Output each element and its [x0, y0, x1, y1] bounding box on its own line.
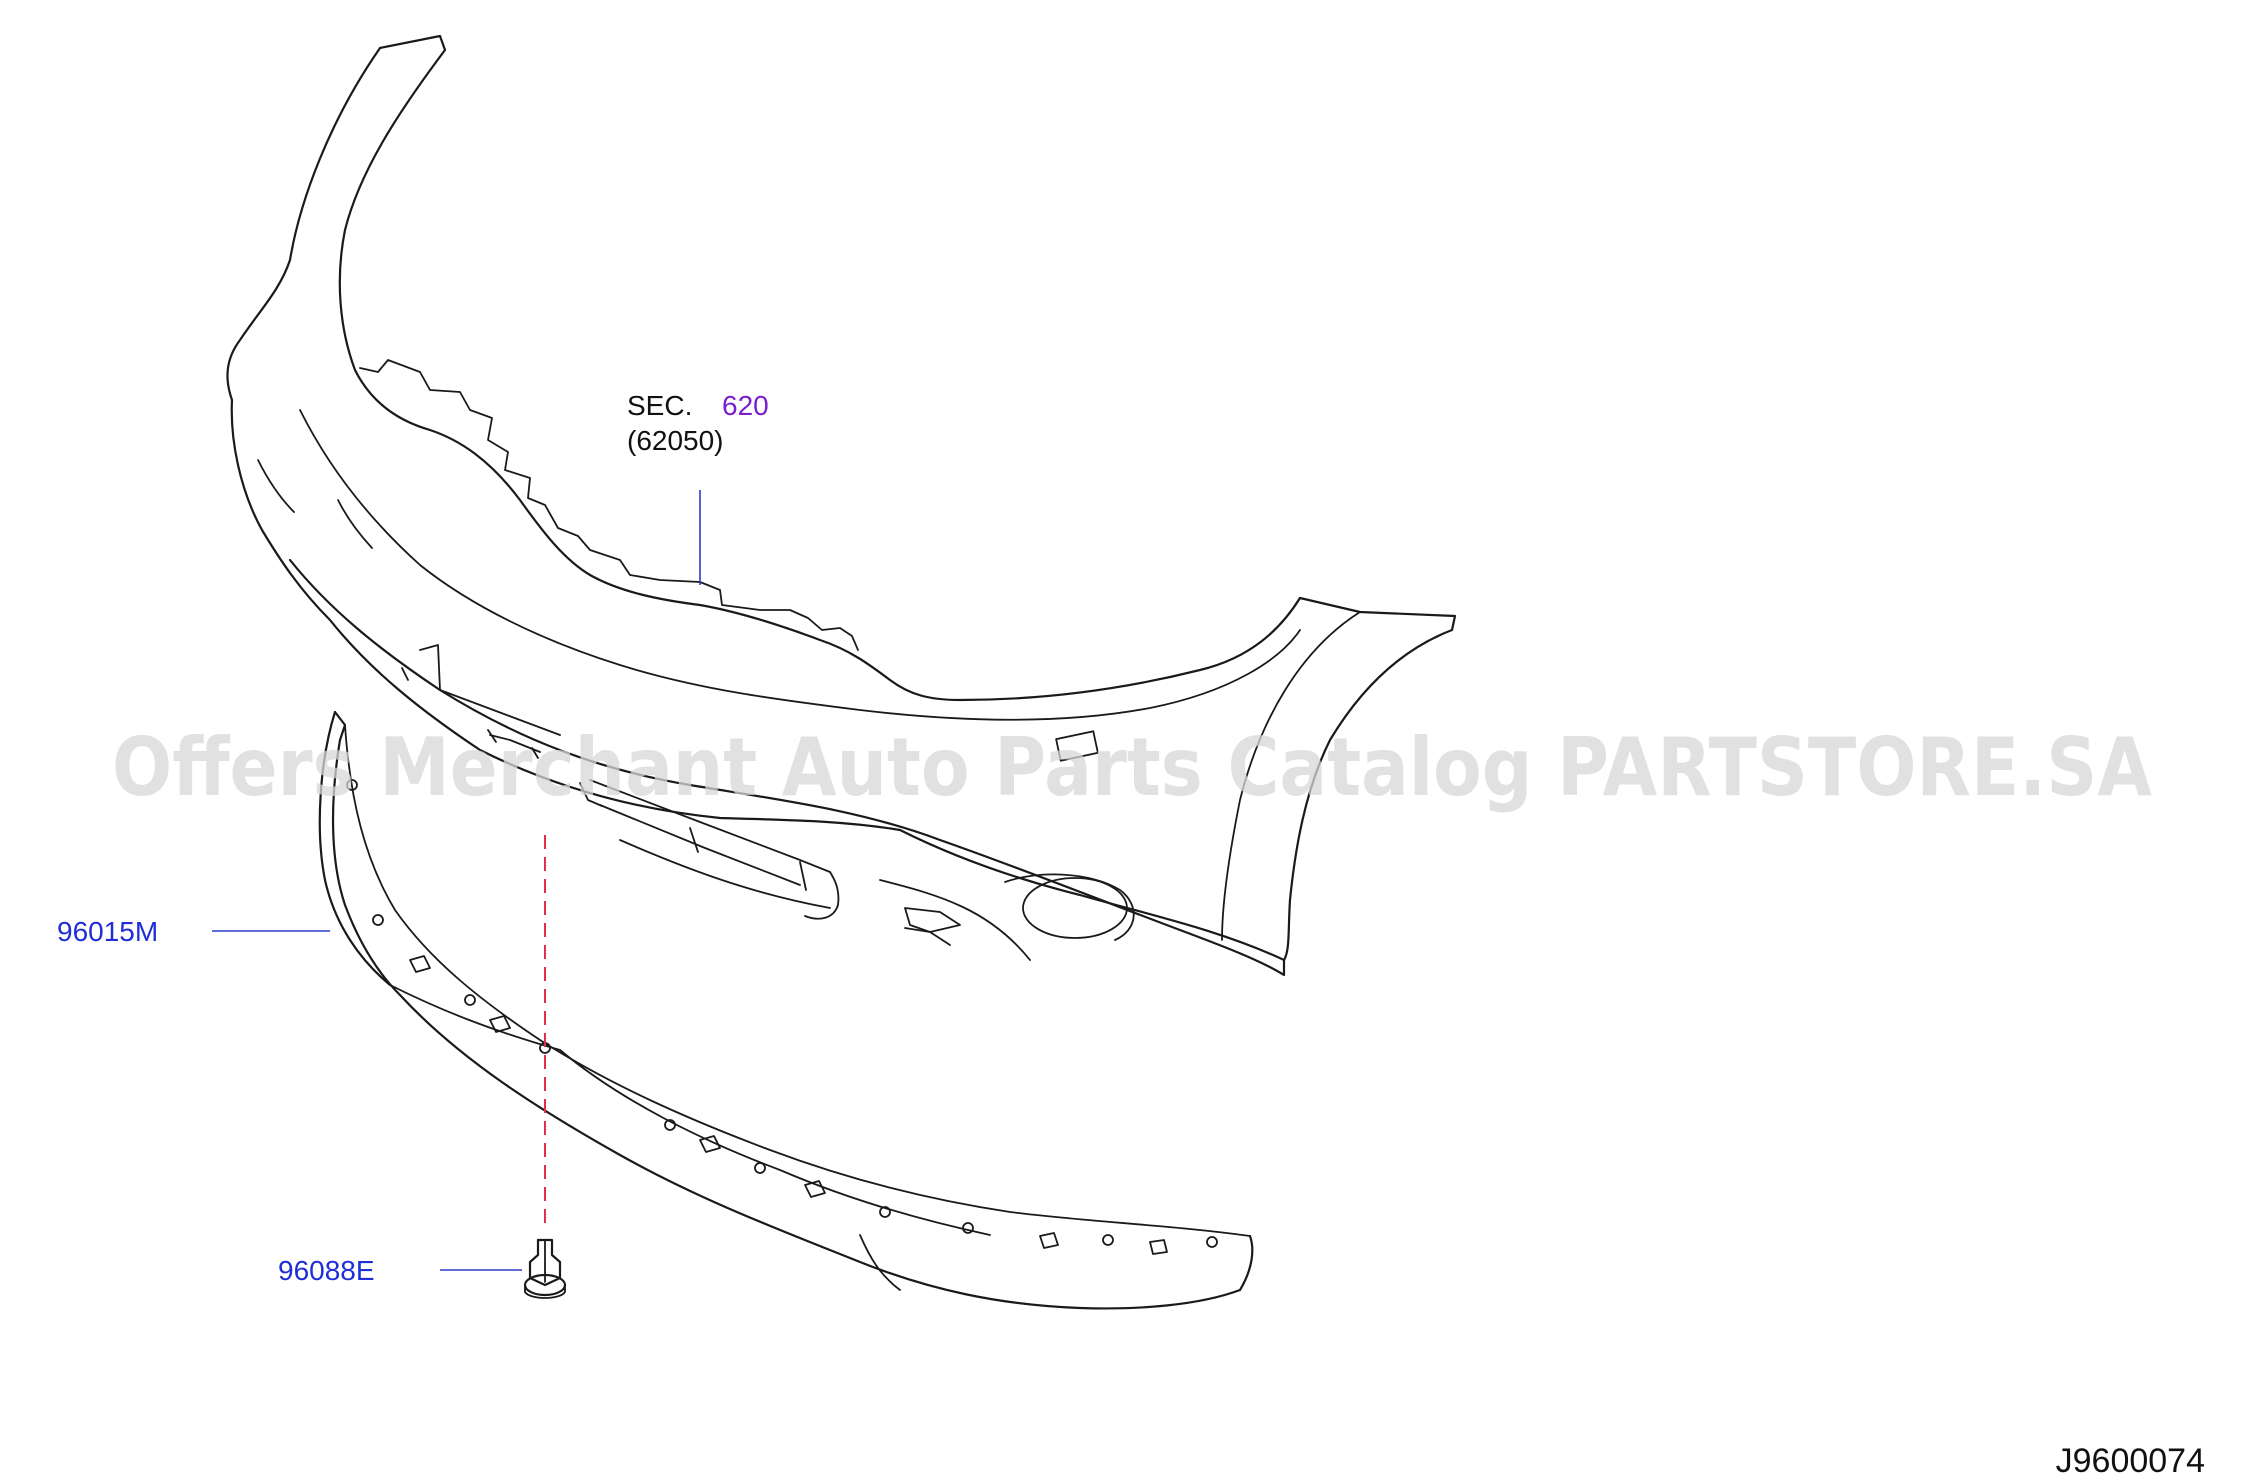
clip-fastener [523, 1238, 567, 1299]
front-bumper-fascia [226, 34, 1457, 977]
section-subcode-label: (62050) [627, 425, 724, 456]
watermark-text: Offers Merchant Auto Parts Catalog PARTS… [112, 721, 2152, 814]
section-number-link[interactable]: 620 [722, 390, 769, 421]
diagram-reference-code: J9600074 [2056, 1442, 2205, 1480]
part-label-clip[interactable]: 96088E [278, 1255, 375, 1286]
part-label-lower-spoiler[interactable]: 96015M [57, 916, 158, 947]
section-prefix-label: SEC. [627, 390, 692, 421]
lower-spoiler [318, 710, 1254, 1310]
